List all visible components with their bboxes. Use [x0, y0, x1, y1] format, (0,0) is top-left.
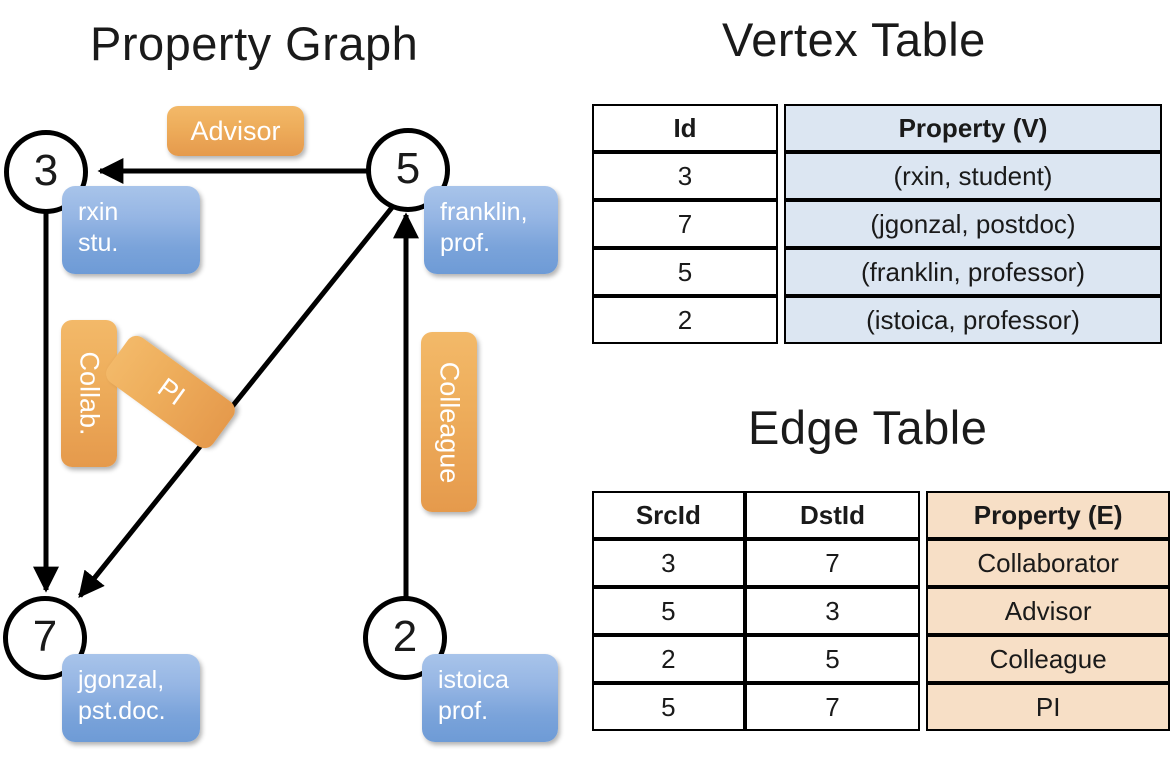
vertex-cell-property: (franklin, professor) — [784, 248, 1162, 296]
vertex-cell-id: 3 — [592, 152, 778, 200]
node-7-name: jgonzal, — [78, 666, 165, 694]
edge-label-advisor-text: Advisor — [190, 115, 281, 146]
edge-label-advisor[interactable]: Advisor — [167, 106, 304, 156]
edge-label-collab-text: Collab. — [74, 351, 105, 436]
table-row[interactable]: 5 (franklin, professor) — [592, 248, 1162, 296]
table-row[interactable]: 3 (rxin, student) — [592, 152, 1162, 200]
edge-cell-dstid: 7 — [744, 683, 921, 731]
edge-cell-property: Collaborator — [926, 539, 1170, 587]
node-property-box-3[interactable]: rxin stu. — [62, 186, 200, 274]
node-circle-7-label: 7 — [32, 612, 58, 661]
table-row[interactable]: 2 (istoica, professor) — [592, 296, 1162, 344]
graph-edges-svg — [33, 158, 419, 599]
edge-header-srcid: SrcId — [592, 491, 745, 539]
page-title-vertex-table: Vertex Table — [722, 13, 986, 66]
edge-cell-srcid: 3 — [592, 539, 745, 587]
page-title-edge-table: Edge Table — [748, 401, 988, 454]
edge-header-property: Property (E) — [926, 491, 1170, 539]
edge-cell-property: PI — [926, 683, 1170, 731]
vertex-cell-id: 2 — [592, 296, 778, 344]
node-5-role: prof. — [440, 229, 491, 258]
table-row[interactable]: 5 3 Advisor — [592, 587, 1170, 635]
edge-cell-dstid: 3 — [744, 587, 921, 635]
edge-cell-srcid: 5 — [592, 587, 745, 635]
table-row[interactable]: 2 5 Colleague — [592, 635, 1170, 683]
vertex-cell-property: (rxin, student) — [784, 152, 1162, 200]
vertex-header-property: Property (V) — [784, 104, 1162, 152]
edge-cell-property: Colleague — [926, 635, 1170, 683]
edge-table: SrcId DstId Property (E) 3 7 Collaborato… — [592, 491, 1170, 731]
node-property-box-5[interactable]: franklin, prof. — [424, 186, 558, 274]
node-3-role: stu. — [78, 229, 119, 258]
table-row[interactable]: 3 7 Collaborator — [592, 539, 1170, 587]
table-row[interactable]: 7 (jgonzal, postdoc) — [592, 200, 1162, 248]
page-title-property-graph: Property Graph — [90, 17, 419, 70]
node-2-role: prof. — [438, 697, 489, 726]
vertex-cell-id: 7 — [592, 200, 778, 248]
table-row[interactable]: 5 7 PI — [592, 683, 1170, 731]
edge-cell-srcid: 2 — [592, 635, 745, 683]
node-2-name: istoica — [438, 666, 509, 694]
edge-label-pi-text: PI — [151, 371, 190, 412]
vertex-table: Id Property (V) 3 (rxin, student) 7 (jgo… — [592, 104, 1162, 344]
edge-cell-srcid: 5 — [592, 683, 745, 731]
edge-header-dstid: DstId — [744, 491, 921, 539]
vertex-header-id: Id — [592, 104, 778, 152]
edge-label-colleague-text: Colleague — [434, 361, 465, 483]
property-graph-diagram: 3 5 7 2 rxin stu. franklin, prof. jgonza… — [3, 106, 558, 742]
edge-label-collab[interactable]: Collab. — [61, 320, 117, 467]
edge-cell-property: Advisor — [926, 587, 1170, 635]
node-circle-2-label: 2 — [392, 612, 418, 661]
node-property-box-2[interactable]: istoica prof. — [422, 654, 558, 742]
node-5-name: franklin, — [440, 198, 528, 226]
edge-label-colleague[interactable]: Colleague — [421, 332, 477, 512]
node-3-name: rxin — [78, 198, 119, 226]
node-circle-5-label: 5 — [395, 144, 421, 193]
node-circle-5[interactable]: 5 — [366, 128, 450, 212]
node-circle-2[interactable]: 2 — [363, 596, 447, 680]
vertex-table-header-row: Id Property (V) — [592, 104, 1162, 152]
vertex-cell-id: 5 — [592, 248, 778, 296]
edge-cell-dstid: 7 — [744, 539, 921, 587]
vertex-cell-property: (jgonzal, postdoc) — [784, 200, 1162, 248]
edge-cell-dstid: 5 — [744, 635, 921, 683]
node-property-box-7[interactable]: jgonzal, pst.doc. — [62, 654, 200, 742]
vertex-cell-property: (istoica, professor) — [784, 296, 1162, 344]
edge-5-to-7-pi — [78, 203, 396, 599]
edge-table-header-row: SrcId DstId Property (E) — [592, 491, 1170, 539]
node-7-role: pst.doc. — [78, 697, 166, 726]
node-circle-3-label: 3 — [33, 146, 59, 195]
